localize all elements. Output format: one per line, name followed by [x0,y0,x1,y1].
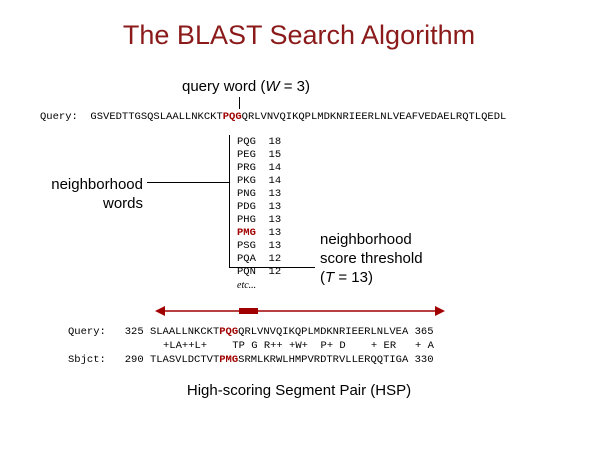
query-word-label: query word (W = 3) [182,78,310,95]
neighbor-row: PDG 13 [237,201,281,214]
neighborhood-words-connector [147,182,229,183]
neighbor-score: 18 [268,136,282,148]
neighbors-etc: etc... [237,280,257,291]
query-word-var: W [265,78,280,95]
alignment-subject-after: SRMLKRWLHMPVRDTRVLLERQQTIGA [238,354,409,366]
neighbor-word: PDG [237,201,256,213]
neighbor-row: PQN 12 [237,266,281,279]
threshold-suffix: = 13) [334,269,373,286]
neighbors-bracket-line [229,135,230,268]
query-label: Query: [40,111,78,123]
alignment-query-word: PQG [219,326,239,338]
threshold-line3: (T = 13) [320,268,423,287]
neighbor-row: PMG 13 [237,227,281,240]
query-word: PQG [222,111,242,123]
alignment-subject-label: Sbjct: [68,354,106,366]
neighbor-word: PQG [237,136,256,148]
query-word-prefix: query word ( [182,78,266,95]
neighborhood-words-label: neighborhood words [40,175,143,213]
neighbor-score: 13 [268,188,282,200]
neighbor-word: PMG [237,227,256,239]
query-word-pointer [239,97,240,109]
neighbor-score: 13 [268,201,282,213]
neighbor-row: PNG 13 [237,188,281,201]
neighbor-word: PQN [237,266,256,278]
neighbor-row: PQA 12 [237,253,281,266]
alignment-query-after: QRLVNVQIKQPLMDKNRIEERLNLVEA [238,326,409,338]
neighbor-score: 13 [268,214,282,226]
neighbor-row: PRG 14 [237,162,281,175]
alignment-subject-end: 330 [414,354,434,366]
neighborhood-words-line1: neighborhood [51,176,143,193]
neighbor-row: PHG 13 [237,214,281,227]
neighbor-word: PKG [237,175,256,187]
neighbor-score: 13 [268,227,282,239]
alignment-subject-word: PMG [219,354,239,366]
query-seq-before: GSVEDTTGSQSLAALLNKCKT [90,111,223,123]
query-sequence-line: Query: GSVEDTTGSQSLAALLNKCKTPQGQRLVNVQIK… [40,111,506,124]
neighborhood-words-line2: words [102,195,143,212]
threshold-line [229,267,315,268]
hsp-extension-arrow [155,306,445,316]
neighbor-word: PNG [237,188,256,200]
neighbor-word: PEG [237,149,256,161]
query-seq-after: QRLVNVQIKQPLMDKNRIEERLNLVEAFVEDAELRQTLQE… [241,111,507,123]
threshold-prefix: ( [320,269,325,286]
alignment-subject-row: Sbjct: 290 TLASVLDCTVTPMGSRMLKRWLHMPVRDT… [68,354,434,367]
query-word-suffix: = 3) [279,78,310,95]
alignment-query-row: Query: 325 SLAALLNKCKTPQGQRLVNVQIKQPLMDK… [68,326,434,339]
threshold-line2: score threshold [320,250,423,267]
neighbor-row: PSG 13 [237,240,281,253]
slide-title: The BLAST Search Algorithm [122,20,476,50]
neighbor-row: PQG 18 [237,136,281,149]
neighbor-score: 14 [268,175,282,187]
neighbor-word: PRG [237,162,256,174]
neighbor-word: PSG [237,240,256,252]
alignment-query-start: 325 [124,326,144,338]
neighbor-score: 14 [268,162,282,174]
alignment-query-label: Query: [68,326,106,338]
alignment-subject-start: 290 [124,354,144,366]
threshold-var: T [325,269,335,286]
alignment-query-before: SLAALLNKCKT [149,326,220,338]
neighbor-row: PKG 14 [237,175,281,188]
neighbor-score: 12 [268,253,282,265]
neighbor-word: PHG [237,214,256,226]
hsp-label: High-scoring Segment Pair (HSP) [186,382,412,399]
neighbor-score: 12 [268,266,282,278]
neighbor-score: 13 [268,240,282,252]
alignment-subject-before: TLASVLDCTVT [149,354,220,366]
alignment-match-row: +LA++L+ TP G R++ +W+ P+ D + ER + A [163,340,434,352]
neighbor-score: 15 [268,149,282,161]
neighbor-word: PQA [237,253,256,265]
alignment-query-end: 365 [414,326,434,338]
threshold-line1: neighborhood [320,231,412,248]
neighbor-row: PEG 15 [237,149,281,162]
